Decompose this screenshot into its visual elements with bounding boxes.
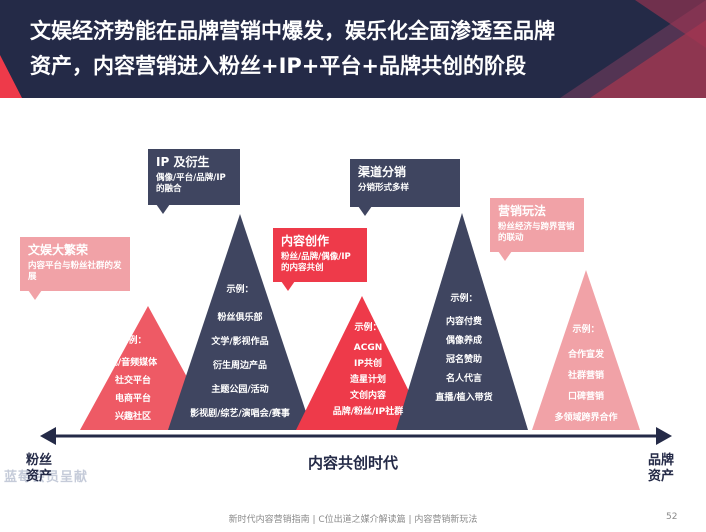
mountain-3-examples: 示例： ACGN IP共创 造星计划 文创内容 品牌/粉丝/IP社群 bbox=[333, 320, 404, 420]
example-item: 影视剧/综艺/演唱会/赛事 bbox=[190, 409, 290, 419]
example-item: 兴趣社区 bbox=[114, 412, 152, 422]
footer-text: 新时代内容营销指南 | C位出道之媒介解读篇 | 内容营销新玩法 bbox=[228, 515, 478, 525]
callout-title: 渠道分销 bbox=[358, 165, 407, 179]
callout-title: 营销玩法 bbox=[498, 204, 547, 218]
example-item: 多领域跨界合作 bbox=[554, 413, 618, 423]
callout-title: IP 及衍生 bbox=[156, 155, 210, 169]
axis-arrow-left bbox=[40, 427, 56, 445]
callout-channel-distribution: 渠道分销 分销形式多样 bbox=[350, 159, 460, 216]
axis-right-label: 品牌资产 bbox=[647, 453, 674, 484]
example-item: 文学/影视作品 bbox=[211, 337, 269, 347]
example-item: ACGN bbox=[353, 343, 383, 353]
mountain-4 bbox=[396, 213, 528, 430]
example-item: 主题公园/活动 bbox=[211, 385, 269, 395]
example-item: 偶像养成 bbox=[445, 336, 483, 346]
example-item: 视/音频媒体 bbox=[108, 358, 158, 368]
header-banner: 文娱经济势能在品牌营销中爆发，娱乐化全面渗透至品牌资产，内容营销进入粉丝+IP+… bbox=[0, 0, 706, 98]
example-item: 品牌/粉丝/IP社群 bbox=[332, 407, 404, 417]
callout-title: 文娱大繁荣 bbox=[28, 243, 89, 257]
axis-arrow-right bbox=[656, 427, 672, 445]
mountain-4-examples: 示例： 内容付费 偶像养成 冠名赞助 名人代言 直播/植入带货 bbox=[435, 290, 492, 408]
example-item: 文创内容 bbox=[349, 391, 386, 401]
example-label: 示例： bbox=[450, 294, 478, 304]
mountain-3 bbox=[296, 296, 428, 430]
watermark: 蓝莓会员呈献 bbox=[4, 470, 89, 485]
example-item: 口碑营销 bbox=[567, 392, 605, 402]
callout-desc: 偶像/平台/品牌/IP的融合 bbox=[156, 173, 226, 194]
example-item: 粉丝俱乐部 bbox=[217, 313, 263, 323]
axis-left-label: 粉丝资产 bbox=[25, 453, 52, 484]
era-label: 内容共创时代 bbox=[307, 454, 398, 472]
callout-desc: 分销形式多样 bbox=[358, 183, 410, 193]
page-number: 52 bbox=[666, 512, 678, 522]
callout-desc: 内容平台与粉丝社群的发展 bbox=[28, 261, 122, 282]
example-item: 直播/植入带货 bbox=[435, 393, 493, 403]
callout-entertainment-boom: 文娱大繁荣 内容平台与粉丝社群的发展 bbox=[20, 237, 130, 300]
example-label: 示例： bbox=[226, 285, 254, 295]
example-label: 示例： bbox=[572, 325, 600, 335]
example-item: 冠名赞助 bbox=[445, 355, 483, 365]
example-item: 造星计划 bbox=[349, 375, 386, 385]
mountain-2-examples: 示例： 粉丝俱乐部 文学/影视作品 衍生周边产品 主题公园/活动 影视剧/综艺/… bbox=[190, 278, 290, 426]
example-item: IP共创 bbox=[354, 359, 382, 369]
mountain-5 bbox=[532, 270, 640, 430]
example-item: 内容付费 bbox=[445, 317, 483, 327]
mountain-1-examples: 示例： 视/音频媒体 社交平台 电商平台 兴趣社区 bbox=[109, 332, 157, 426]
example-item: 社交平台 bbox=[114, 376, 152, 386]
example-label: 示例： bbox=[119, 336, 147, 346]
mountain-2 bbox=[168, 214, 312, 430]
mountain-5-examples: 示例： 合作宣发 社群营销 口碑营销 多领域跨界合作 bbox=[554, 320, 617, 429]
callout-marketing-play: 营销玩法 粉丝经济与跨界营销的联动 bbox=[490, 198, 584, 261]
example-item: 衍生周边产品 bbox=[212, 361, 267, 371]
callout-desc: 粉丝经济与跨界营销的联动 bbox=[498, 222, 575, 243]
callout-desc: 粉丝/品牌/偶像/IP的内容共创 bbox=[281, 252, 351, 273]
callout-content-creation: 内容创作 粉丝/品牌/偶像/IP的内容共创 bbox=[273, 228, 367, 291]
example-item: 电商平台 bbox=[114, 394, 152, 404]
example-label: 示例： bbox=[354, 323, 382, 333]
header-decoration bbox=[0, 0, 706, 98]
example-item: 社群营销 bbox=[567, 371, 605, 381]
example-item: 合作宣发 bbox=[567, 350, 605, 360]
example-item: 名人代言 bbox=[445, 374, 483, 384]
callout-ip-derivatives: IP 及衍生 偶像/平台/品牌/IP的融合 bbox=[148, 149, 240, 214]
page-title: 文娱经济势能在品牌营销中爆发，娱乐化全面渗透至品牌资产，内容营销进入粉丝+IP+… bbox=[30, 19, 555, 78]
callout-title: 内容创作 bbox=[281, 234, 330, 248]
